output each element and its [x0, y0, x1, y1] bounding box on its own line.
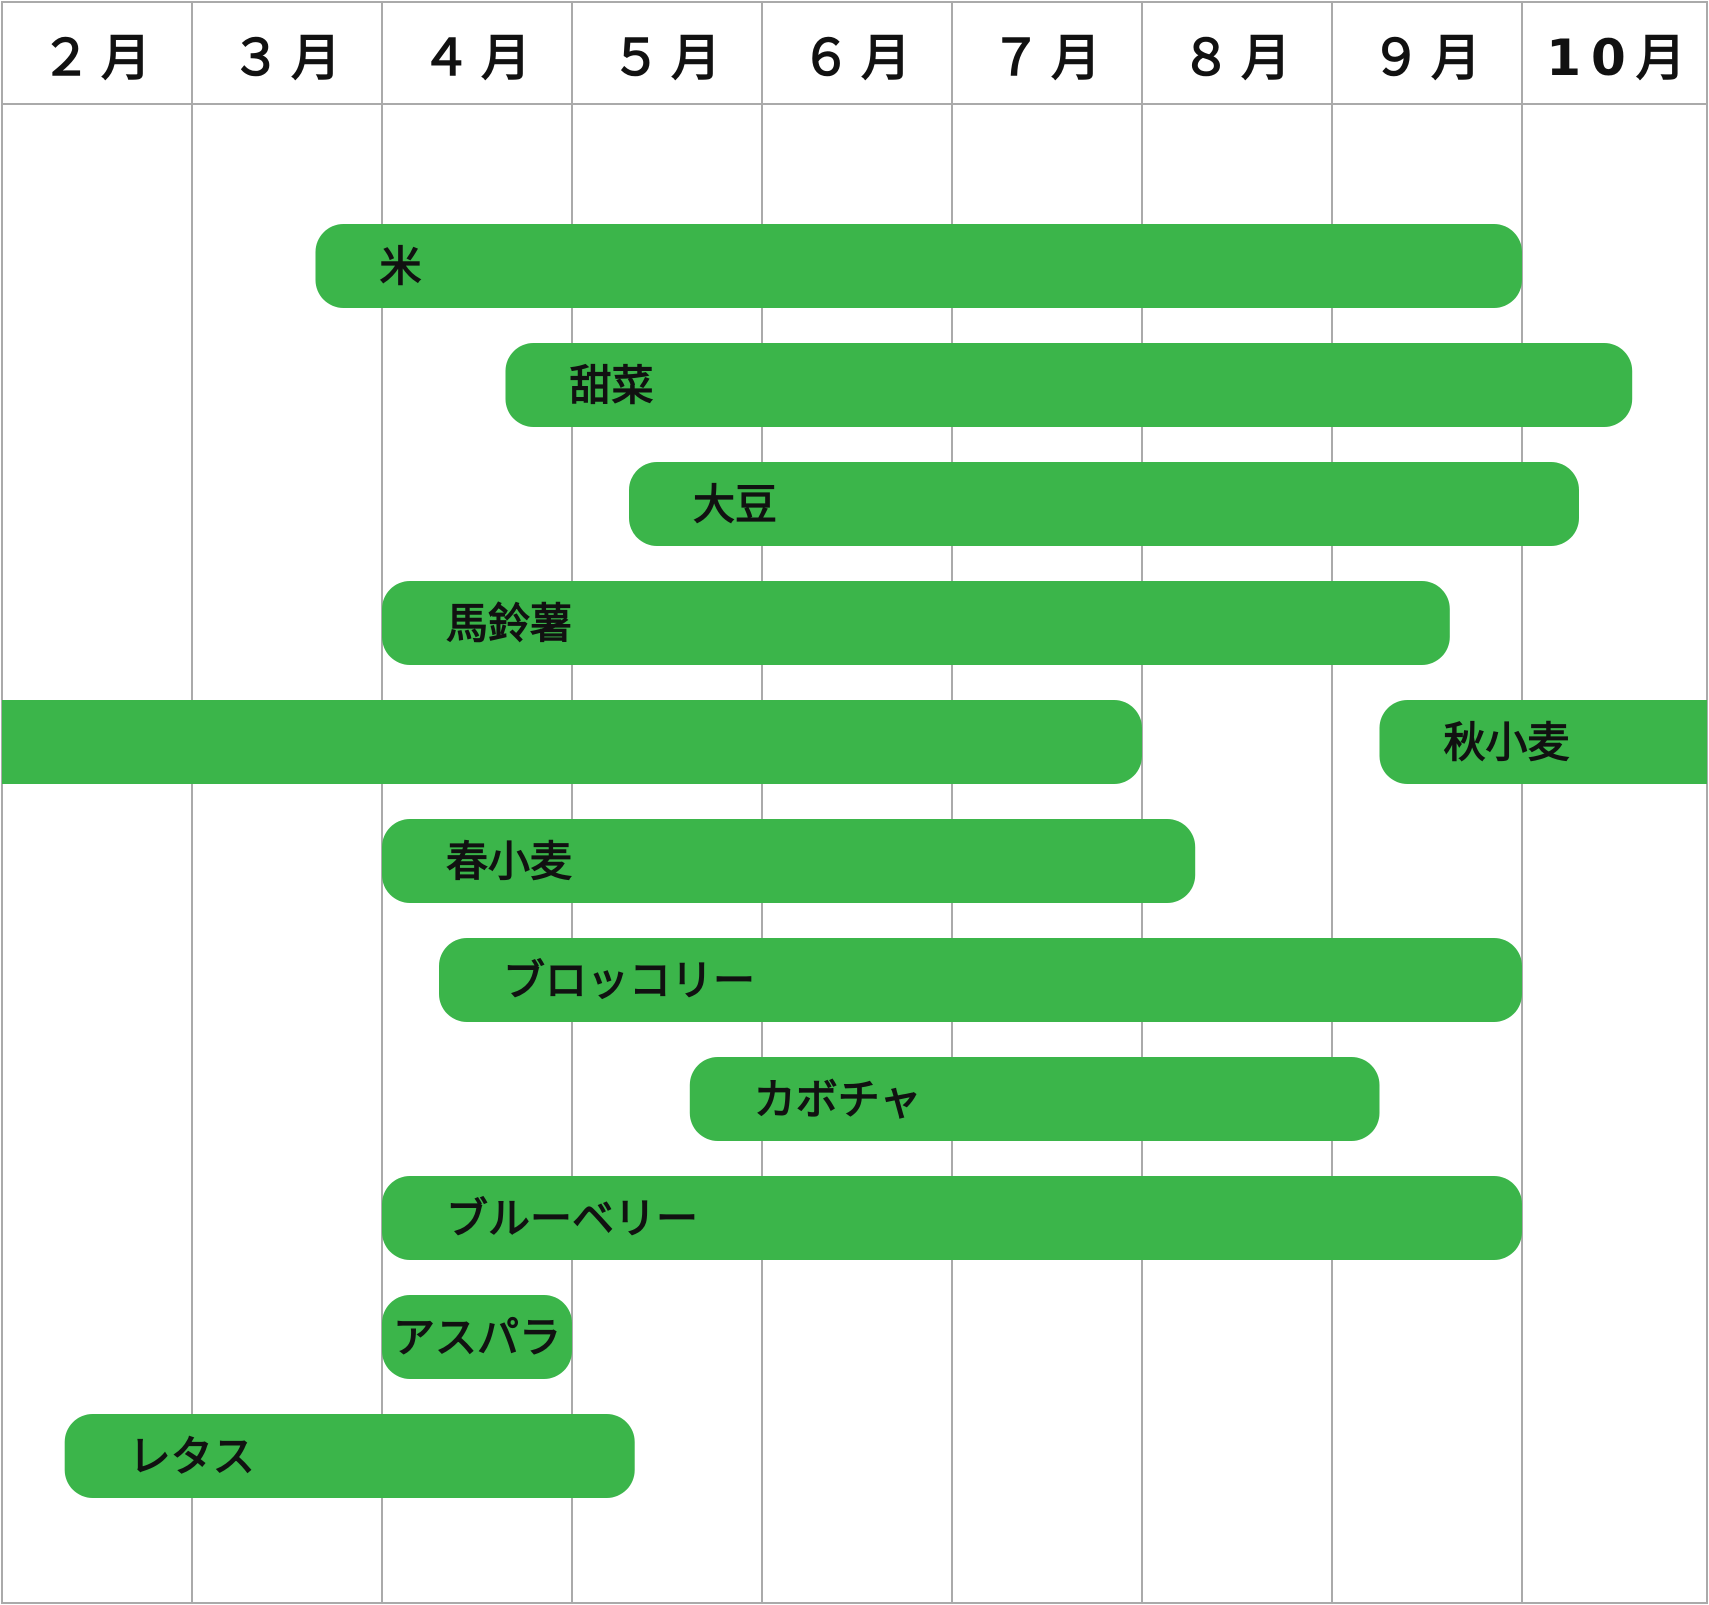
crop-label: アスパラ — [393, 1313, 561, 1362]
crop-bar — [382, 1295, 572, 1379]
crop-bar — [64, 1414, 635, 1498]
crop-label: 米 — [380, 242, 422, 291]
crop-bar — [382, 819, 1196, 903]
crop-label: カボチャ — [754, 1075, 922, 1124]
month-label: ９月 — [1371, 29, 1491, 87]
crop-bar — [2, 700, 1142, 784]
crop-label: ブロッコリー — [503, 956, 755, 1005]
crop-bar — [689, 1057, 1380, 1141]
crop-bar — [505, 343, 1633, 428]
month-header: ２月 ３月 ４月 ５月 ６月 ７月 ８月 ９月 10月 — [41, 29, 1696, 87]
crop-bar — [382, 1176, 1522, 1260]
crop-label: 秋小麦 — [1444, 718, 1570, 767]
month-label: ８月 — [1181, 29, 1301, 87]
crop-bar — [382, 581, 1450, 665]
month-label: ７月 — [991, 29, 1111, 87]
crop-label: ブルーベリー — [446, 1194, 698, 1243]
month-label: ４月 — [421, 29, 541, 87]
crop-bar — [439, 938, 1522, 1022]
month-label: ２月 — [41, 29, 161, 87]
crop-bar — [1379, 700, 1707, 784]
crop-label: レタス — [129, 1432, 255, 1481]
crop-label: 甜菜 — [570, 361, 654, 410]
month-label: ３月 — [231, 29, 351, 87]
crop-label: 馬鈴薯 — [446, 599, 572, 648]
crop-label: 大豆 — [693, 480, 777, 529]
month-label: ６月 — [801, 29, 921, 87]
crop-bar — [315, 224, 1522, 308]
month-label: ５月 — [611, 29, 731, 87]
month-label: 10月 — [1546, 29, 1696, 87]
crop-label: 春小麦 — [446, 837, 572, 886]
crop-bar — [629, 462, 1579, 546]
